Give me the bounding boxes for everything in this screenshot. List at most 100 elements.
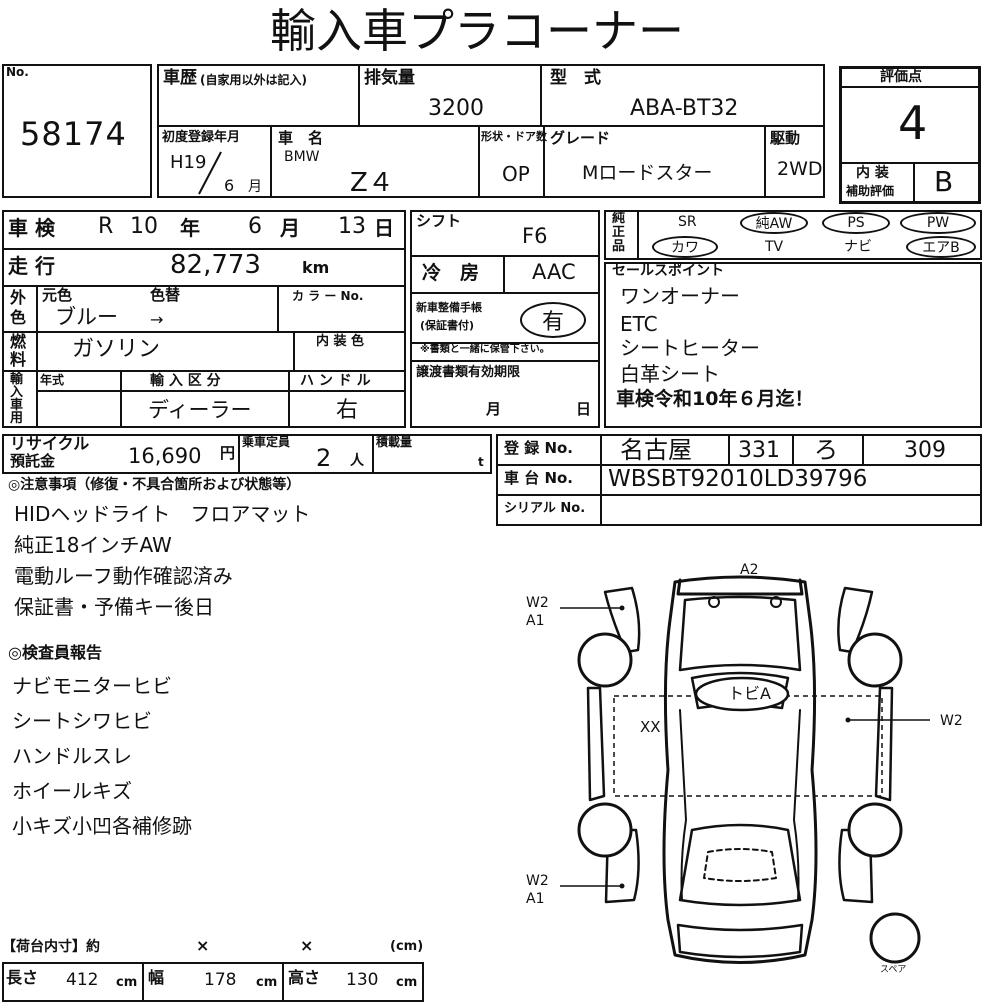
- cargo-header: 【荷台内寸】約: [2, 939, 100, 955]
- recycle-box: [2, 434, 492, 474]
- ac-value: AAC: [532, 260, 576, 284]
- fuel-side-label-1: 燃: [10, 332, 27, 351]
- wheel-rear-right: [847, 802, 903, 858]
- inspector-note-3: ハンドルスレ: [12, 744, 132, 768]
- cargo-width-unit: cm: [256, 975, 278, 990]
- lot-number-value: 58174: [20, 115, 127, 153]
- notes-header: ◎注意事項（修復・不具合箇所および状態等）: [8, 477, 301, 493]
- load-capacity-label: 積載量: [376, 435, 413, 449]
- label-a1-bottom-left: A1: [526, 891, 545, 907]
- shift-label: シフト: [416, 212, 462, 230]
- right-rear-door: [838, 828, 874, 904]
- label-tobi: トビA: [728, 684, 771, 703]
- first-registration-month: 6: [224, 176, 235, 195]
- equipment-box: [604, 210, 982, 260]
- spare-tire: [869, 912, 921, 964]
- inspector-note-2: シートシワヒビ: [12, 709, 152, 733]
- rear-bumper: [676, 923, 804, 959]
- lot-number-box: [2, 64, 152, 198]
- equip-sr: SR: [678, 214, 697, 230]
- model-year-label: 年式: [40, 373, 65, 387]
- grade-label: グレード: [550, 129, 611, 147]
- ac-label: 冷 房: [422, 262, 480, 284]
- registration-serial: 309: [904, 438, 946, 463]
- car-body-outline: [662, 575, 818, 964]
- recycle-unit: 円: [220, 444, 236, 462]
- grade-value: Mロードスター: [582, 162, 713, 184]
- drive-value: 2WD: [777, 158, 823, 180]
- front-bumper: [676, 578, 804, 596]
- first-registration-label: 初度登録年月: [162, 130, 241, 145]
- model-code-label: 型 式: [550, 68, 601, 88]
- first-registration-month-unit: 月: [248, 179, 262, 195]
- score-label: 評価点: [880, 69, 922, 85]
- label-w2-top-left: W2: [526, 595, 549, 611]
- cargo-width-value: 178: [204, 970, 237, 990]
- registration-area: 名古屋: [620, 436, 692, 464]
- right-rocker: [874, 686, 894, 802]
- handle-label: ハ ン ド ル: [300, 373, 371, 389]
- fuel-side-label-2: 料: [10, 350, 27, 369]
- maintenance-book-circle: 有: [520, 302, 586, 338]
- sales-points-box: [604, 262, 982, 428]
- car-name-label: 車 名: [278, 129, 324, 147]
- wheel-front-right: [847, 632, 903, 688]
- headlight-left: [708, 596, 720, 608]
- exterior-color-side-label-1: 外: [10, 288, 27, 307]
- history-label: 車歴: [163, 68, 197, 88]
- cargo-length-value: 412: [66, 970, 99, 990]
- car-name-value: Z４: [350, 168, 394, 198]
- inspection-year: 10: [130, 214, 158, 239]
- label-w2-right: W2: [940, 713, 963, 729]
- model-code-value: ABA-BT32: [630, 96, 739, 121]
- transfer-docs-label: 譲渡書類有効期限: [416, 365, 521, 380]
- rear-window: [703, 848, 777, 882]
- mileage-label: 走 行: [8, 254, 55, 278]
- body-shape-value: OP: [502, 162, 530, 186]
- hood: [678, 595, 802, 672]
- cargo-height-unit: cm: [396, 975, 418, 990]
- left-rear-door: [604, 828, 640, 904]
- inspection-year-unit: 年: [180, 216, 200, 240]
- fuel-value: ガソリン: [72, 337, 161, 362]
- note-3: 電動ルーフ動作確認済み: [14, 564, 233, 588]
- cargo-unit-header: (cm): [390, 939, 424, 954]
- handle-value: 右: [336, 398, 359, 423]
- left-front-door: [603, 586, 641, 654]
- recycle-value: 16,690: [128, 444, 202, 468]
- maintenance-book-value: 有: [541, 310, 564, 335]
- sales-point-1: ワンオーナー: [620, 284, 740, 308]
- drive-label: 駆動: [770, 129, 801, 147]
- cargo-length-unit: cm: [116, 975, 138, 990]
- sales-point-4: 白革シート: [620, 362, 720, 386]
- equip-power-steering: PS: [822, 212, 890, 234]
- maintenance-book-label: 新車整備手帳: [416, 301, 482, 314]
- slash-divider: [198, 151, 222, 195]
- original-color-label: 元色: [42, 286, 73, 304]
- note-2: 純正18インチAW: [14, 533, 172, 557]
- chassis-number-value: WBSBT92010LD39796: [608, 466, 868, 492]
- import-side-label-4: 用: [10, 411, 24, 426]
- equipment-side-label-2: 正: [612, 225, 626, 240]
- first-registration-year: H19: [170, 152, 207, 173]
- original-color-value: ブルー: [55, 305, 118, 329]
- right-front-door: [837, 586, 874, 654]
- body-shape-label: 形状・ドア数: [481, 130, 547, 143]
- displacement-value: 3200: [428, 96, 484, 121]
- mileage-unit: km: [302, 258, 330, 277]
- inspector-header: ◎検査員報告: [8, 643, 102, 662]
- import-type-value: ディーラー: [148, 398, 252, 422]
- cargo-times-2: ×: [300, 936, 314, 955]
- cargo-length-label: 長さ: [6, 968, 39, 987]
- equip-power-window: PW: [900, 212, 976, 234]
- note-1: HIDヘッドライト フロアマット: [14, 502, 311, 526]
- interior-score-value: B: [934, 165, 954, 198]
- equip-tv: TV: [765, 239, 784, 255]
- color-number-label: カ ラ ー No.: [292, 289, 364, 303]
- car-maker-value: BMW: [284, 149, 320, 165]
- roof-window: [694, 676, 790, 712]
- transfer-month-unit: 月: [486, 400, 502, 418]
- repaint-color-label: 色替: [150, 286, 181, 304]
- interior-color-label: 内 装 色: [316, 334, 365, 349]
- interior-score-label: 内 装: [856, 165, 889, 181]
